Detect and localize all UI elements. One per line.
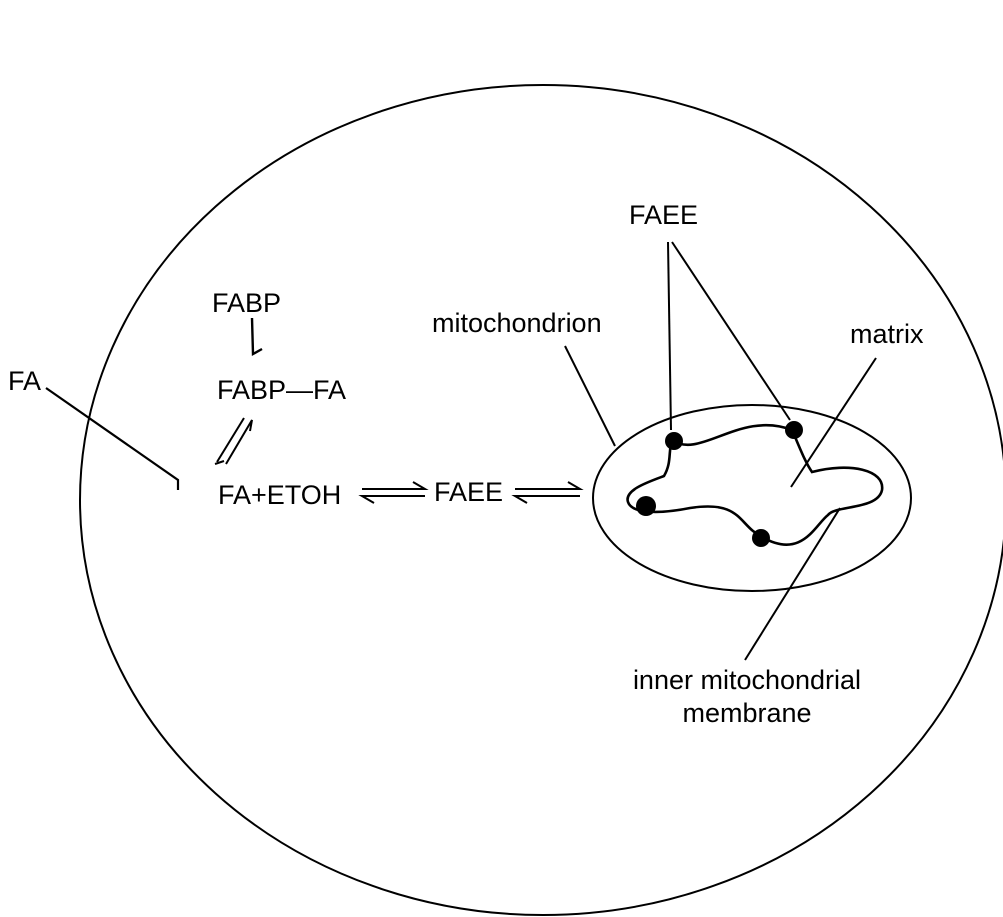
faee-deposit-dot xyxy=(665,432,683,450)
fabp-label: FABP xyxy=(212,288,282,318)
fabp-down-arrow xyxy=(250,317,263,357)
fabp-fa-equilibrium-arrow xyxy=(214,417,253,465)
matrix-pointer-line xyxy=(790,357,877,488)
mitochondrion-label: mitochondrion xyxy=(432,308,602,338)
etoh-faee-equilibrium-arrow xyxy=(358,481,429,504)
faee-deposit-dot xyxy=(785,421,803,439)
faee-pointer-line xyxy=(667,241,672,431)
inner-membrane-label-line2: membrane xyxy=(682,698,812,728)
faee-cytosol-label: FAEE xyxy=(434,477,504,507)
inner-membrane-pointer-line xyxy=(744,507,841,661)
fabp-fa-label: FABP—FA xyxy=(217,375,347,405)
matrix-label: matrix xyxy=(850,319,924,349)
inner-membrane-label-line1: inner mitochondrial xyxy=(632,665,862,695)
fa-entry-arrow xyxy=(45,387,180,490)
inner-membrane-label: inner mitochondrial membrane xyxy=(602,664,892,730)
faee-deposit-dot xyxy=(636,496,656,516)
cell-membrane xyxy=(79,84,1003,916)
faee-mito-label: FAEE xyxy=(629,200,699,230)
faee-deposit-dot xyxy=(752,529,770,547)
fa-etoh-label: FA+ETOH xyxy=(218,480,342,510)
mitochondrion-outer-membrane xyxy=(592,404,912,592)
fa-outside-label: FA xyxy=(8,366,42,396)
faee-mito-equilibrium-arrow xyxy=(511,481,584,504)
mitochondrion-pointer-line xyxy=(564,345,616,447)
faee-pointer-line xyxy=(671,241,791,421)
